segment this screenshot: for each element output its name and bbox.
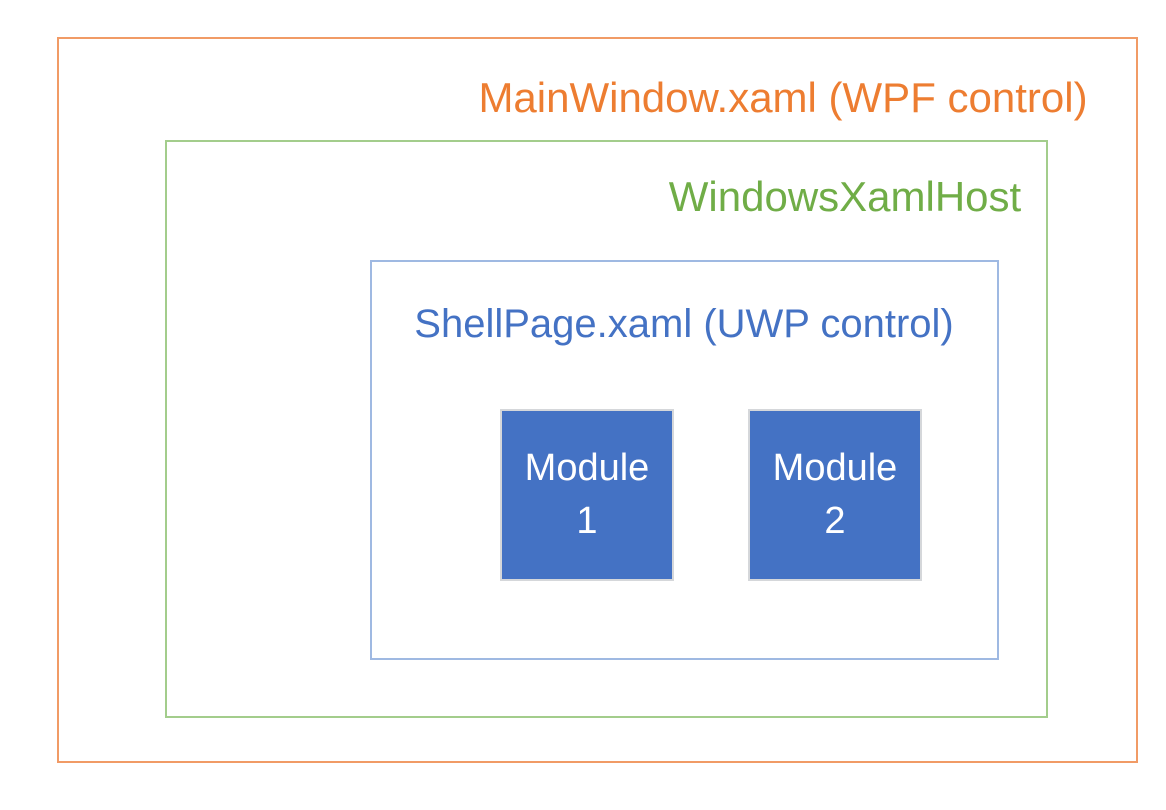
shellpage-uwp-box: ShellPage.xaml (UWP control) Module 1 Mo… xyxy=(370,260,999,660)
module-2-box: Module 2 xyxy=(748,409,922,581)
module-1-name: Module xyxy=(524,447,650,489)
mainwindow-label: MainWindow.xaml (WPF control) xyxy=(478,74,1088,121)
windowsxamlhost-box: WindowsXamlHost ShellPage.xaml (UWP cont… xyxy=(165,140,1048,718)
module-1-box: Module 1 xyxy=(500,409,674,581)
module-2-name: Module xyxy=(772,447,898,489)
module-1-number: 1 xyxy=(576,500,598,542)
shellpage-label: ShellPage.xaml (UWP control) xyxy=(414,302,954,346)
module-2-number: 2 xyxy=(824,500,846,542)
mainwindow-wpf-box: MainWindow.xaml (WPF control) WindowsXam… xyxy=(57,37,1138,763)
windowsxamlhost-label: WindowsXamlHost xyxy=(668,173,1022,220)
